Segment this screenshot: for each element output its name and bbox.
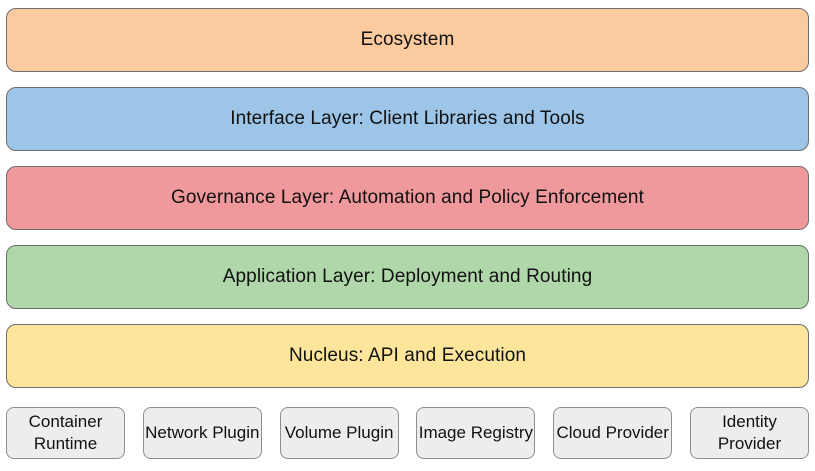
provider-network-plugin: Network Plugin — [142, 407, 262, 459]
layer-ecosystem-label: Ecosystem — [360, 29, 455, 50]
provider-identity-provider: Identity Provider — [689, 407, 809, 459]
layer-governance: Governance Layer: Automation and Policy … — [6, 166, 809, 230]
provider-image-registry-label: Image Registry — [418, 423, 534, 442]
provider-cloud-provider-label: Cloud Provider — [556, 423, 669, 442]
provider-network-plugin-label: Network Plugin — [145, 423, 260, 442]
provider-volume-plugin: Volume Plugin — [279, 407, 399, 459]
layer-interface: Interface Layer: Client Libraries and To… — [6, 87, 809, 151]
provider-identity-provider-label: Identity Provider — [717, 412, 782, 453]
provider-cloud-provider: Cloud Provider — [553, 407, 673, 459]
provider-volume-plugin-label: Volume Plugin — [284, 423, 394, 442]
provider-container-runtime-label: Container Runtime — [28, 412, 103, 453]
layer-governance-label: Governance Layer: Automation and Policy … — [171, 187, 644, 208]
layer-application-label: Application Layer: Deployment and Routin… — [222, 266, 593, 287]
layer-nucleus: Nucleus: API and Execution — [6, 324, 809, 388]
provider-image-registry: Image Registry — [416, 407, 536, 459]
layer-application: Application Layer: Deployment and Routin… — [6, 245, 809, 309]
layer-ecosystem: Ecosystem — [6, 8, 809, 72]
provider-row: Container Runtime Network Plugin Volume … — [6, 407, 809, 459]
layer-nucleus-label: Nucleus: API and Execution — [288, 345, 527, 366]
layer-interface-label: Interface Layer: Client Libraries and To… — [230, 108, 585, 129]
provider-container-runtime: Container Runtime — [6, 407, 125, 459]
